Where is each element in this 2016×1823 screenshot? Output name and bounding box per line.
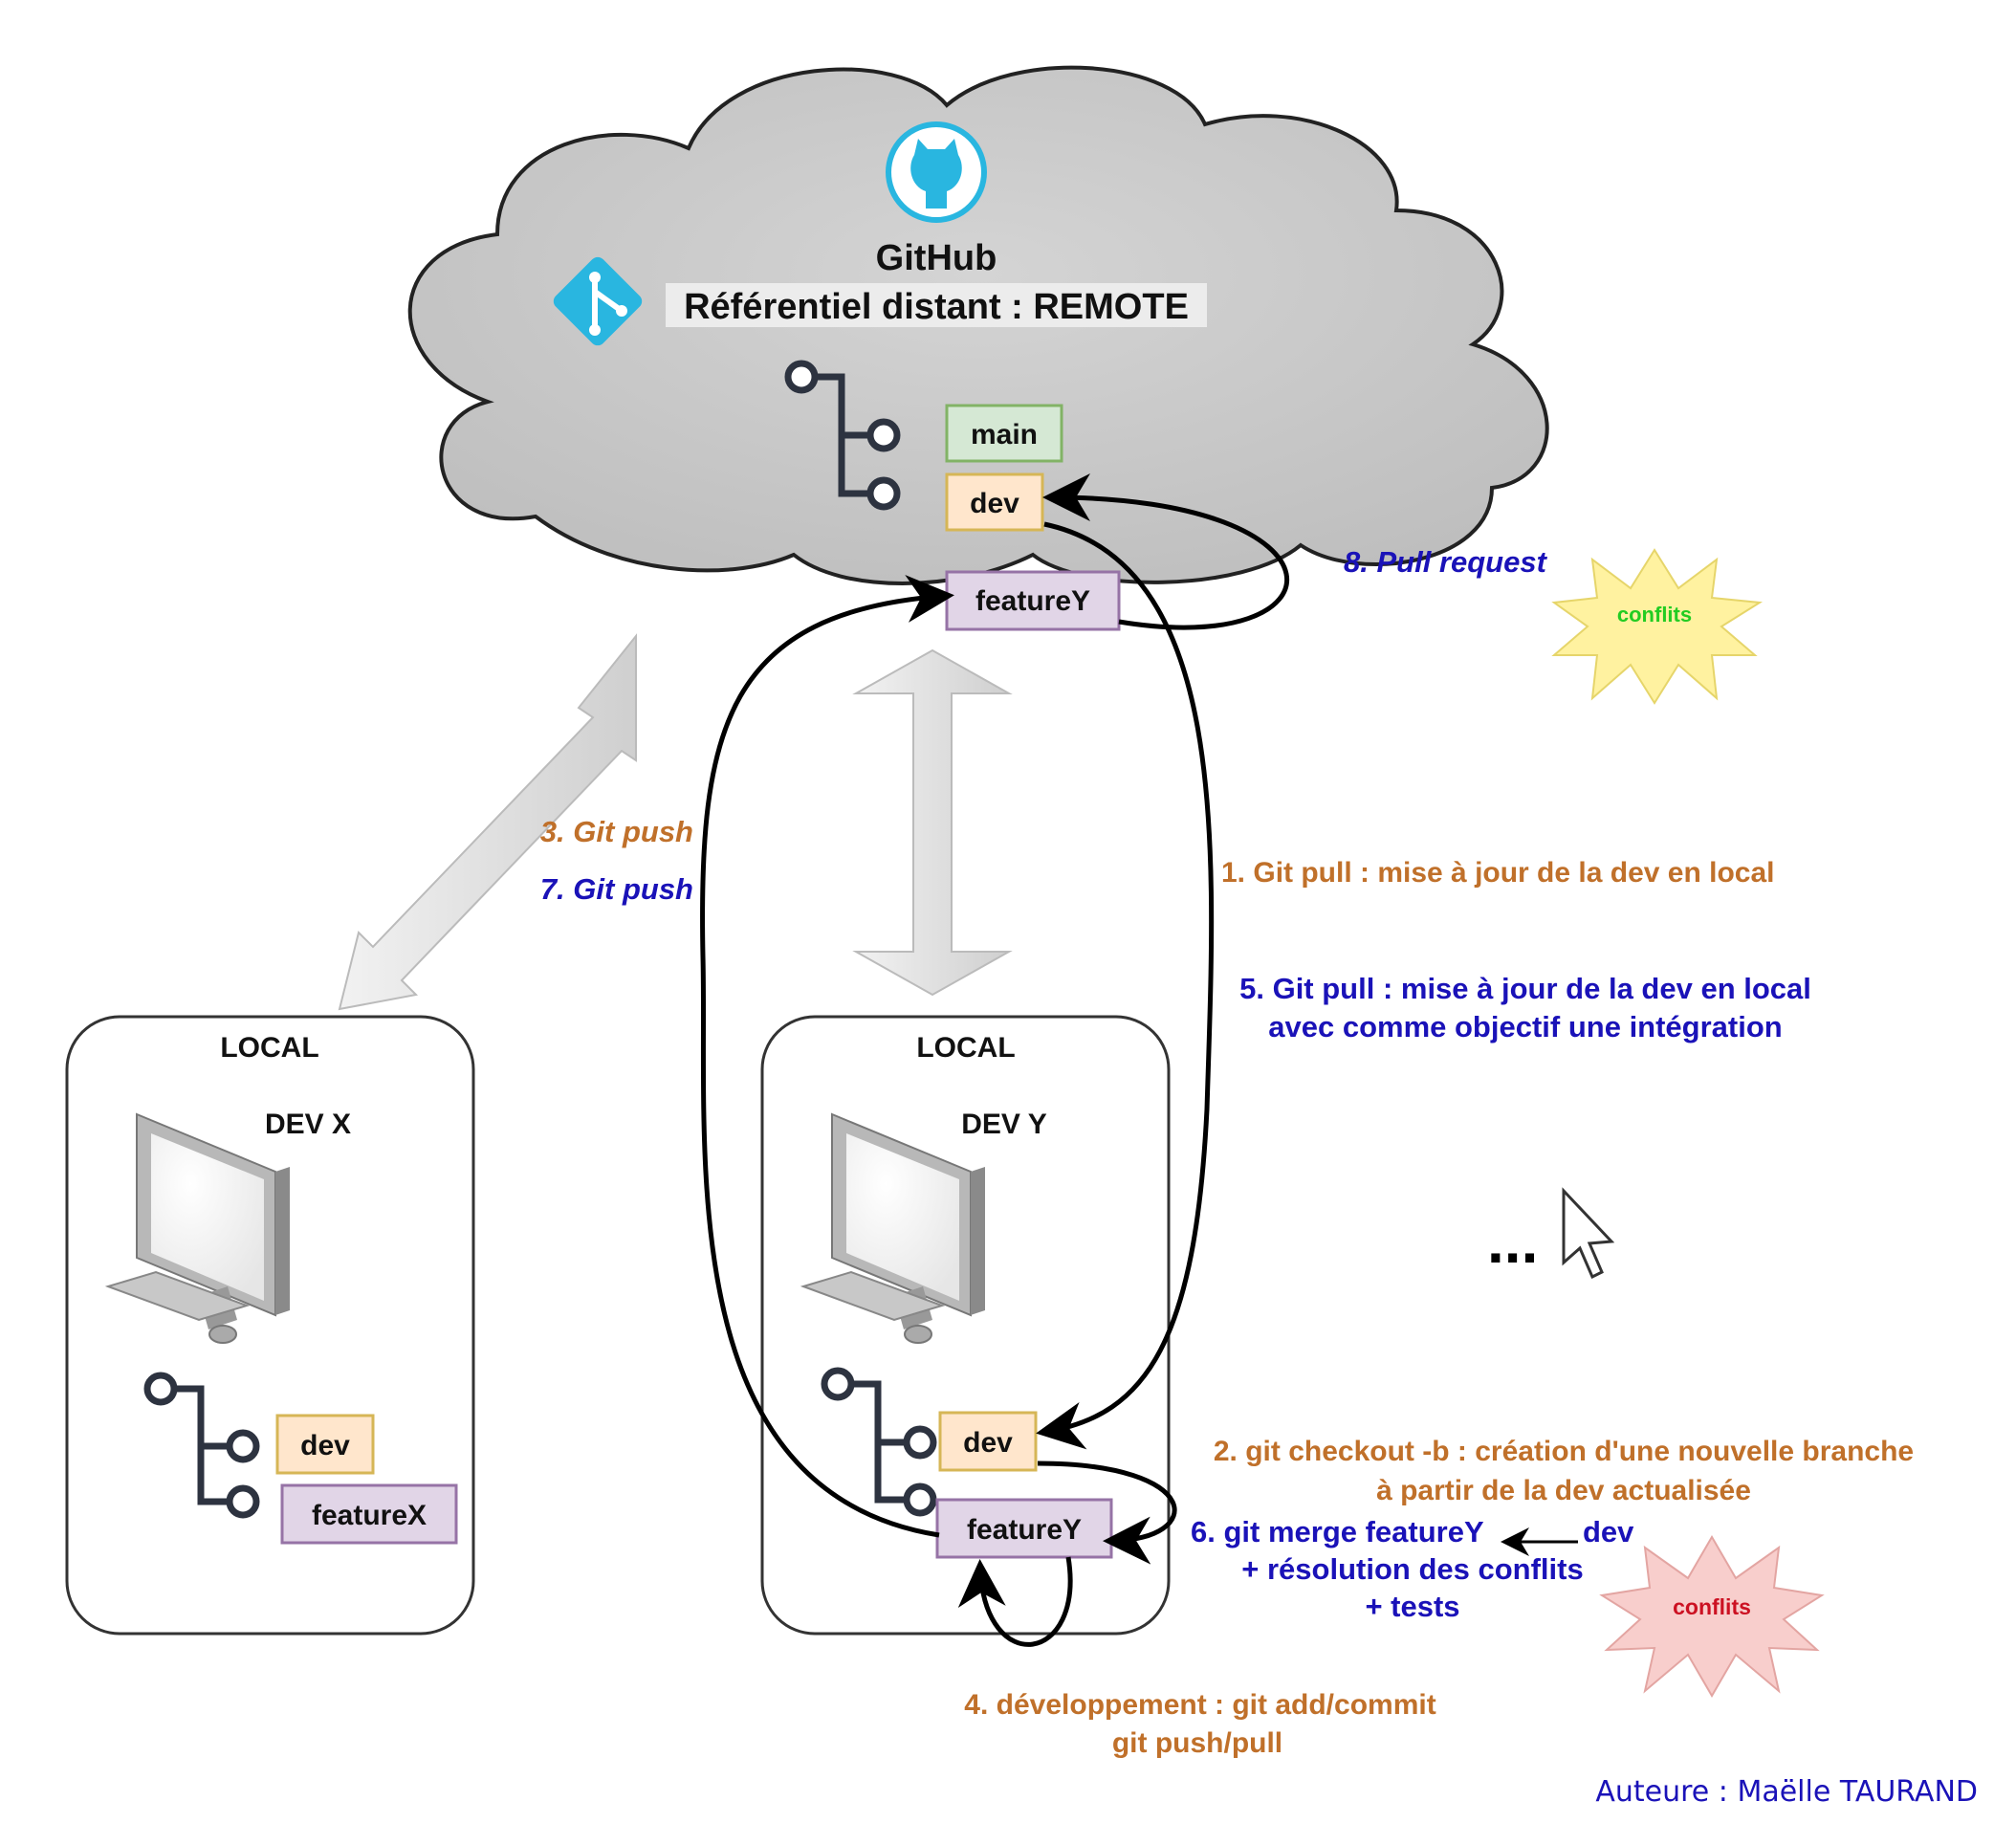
computer-icon — [104, 1112, 290, 1344]
conflicts-badge-top: conflits — [1551, 548, 1764, 705]
local-x-branch-dev: dev — [300, 1430, 350, 1461]
sync-arrow-x — [338, 633, 637, 1011]
step-6-label-line2: + résolution des conflits — [1241, 1552, 1583, 1586]
remote-branch-feature-box — [945, 570, 1121, 631]
local-x-branch-dev-box — [275, 1414, 375, 1475]
step-5-label-line1: 5. Git pull : mise à jour de la dev en l… — [1239, 972, 1811, 1005]
step-7-label: 7. Git push — [540, 872, 693, 906]
conflicts-badge-bottom-label: conflits — [1673, 1594, 1751, 1619]
remote-branch-main-box — [945, 404, 1063, 463]
conflicts-badge-top-label: conflits — [1617, 603, 1692, 626]
flow-arrow-checkout — [1037, 1461, 1177, 1565]
cloud-subtitle-bg — [666, 283, 1207, 327]
remote-branch-dev-box — [945, 472, 1044, 532]
local-y-header: LOCAL — [916, 1032, 1015, 1064]
local-x-branch-feature-box — [280, 1483, 458, 1545]
local-y-branch-feature: featureY — [967, 1514, 1082, 1546]
step-6-dev-label: dev — [1583, 1515, 1634, 1548]
github-icon — [886, 121, 987, 223]
branch-icon — [821, 1367, 937, 1517]
cloud-subtitle: Référentiel distant : REMOTE — [684, 287, 1189, 327]
computer-icon — [800, 1112, 985, 1344]
local-y-dev-label: DEV Y — [961, 1109, 1047, 1140]
flow-arrow-pull-request — [1042, 473, 1290, 630]
author-credit: Auteure : Maëlle TAURAND — [1595, 1775, 1978, 1809]
sync-arrow-y — [852, 648, 1013, 997]
step-1-label: 1. Git pull : mise à jour de la dev en l… — [1221, 857, 1775, 889]
step-2-label-line1: 2. git checkout -b : création d'une nouv… — [1214, 1436, 1914, 1467]
local-y-branch-dev: dev — [963, 1427, 1013, 1459]
step-5-label-line2: avec comme objectif une intégration — [1268, 1010, 1782, 1043]
step-4-label-line1: 4. développement : git add/commit — [964, 1689, 1435, 1721]
ellipsis: ... — [1487, 1207, 1538, 1276]
local-x-branch-feature: featureX — [312, 1500, 427, 1531]
step-3-label: 3. Git push — [540, 815, 693, 848]
branch-icon — [143, 1372, 260, 1519]
conflicts-badge-bottom: conflits — [1599, 1535, 1825, 1698]
cloud-title: GitHub — [876, 238, 997, 278]
mouse-cursor-icon — [1562, 1187, 1615, 1280]
step-8-label: 8. Pull request — [1344, 545, 1548, 579]
local-y-branch-dev-box — [938, 1411, 1038, 1472]
step-2-label-line2: à partir de la dev actualisée — [1376, 1475, 1751, 1506]
flow-arrow-develop — [957, 1556, 1073, 1647]
step-6-label-line3: + tests — [1365, 1590, 1459, 1623]
remote-branch-feature: featureY — [975, 585, 1090, 617]
git-icon — [553, 256, 643, 346]
flow-arrow-push — [700, 575, 954, 1538]
branch-icon — [784, 360, 901, 511]
remote-branch-dev: dev — [970, 488, 1019, 519]
flow-arrow-pull — [1036, 521, 1215, 1450]
local-x-dev-label: DEV X — [265, 1109, 351, 1140]
step-6-label-line1: 6. git merge featureY — [1191, 1515, 1484, 1548]
local-y-branch-feature-box — [935, 1498, 1113, 1559]
step-4-label-line2: git push/pull — [1112, 1727, 1282, 1759]
remote-branch-main: main — [971, 419, 1038, 450]
local-x-header: LOCAL — [220, 1032, 318, 1064]
